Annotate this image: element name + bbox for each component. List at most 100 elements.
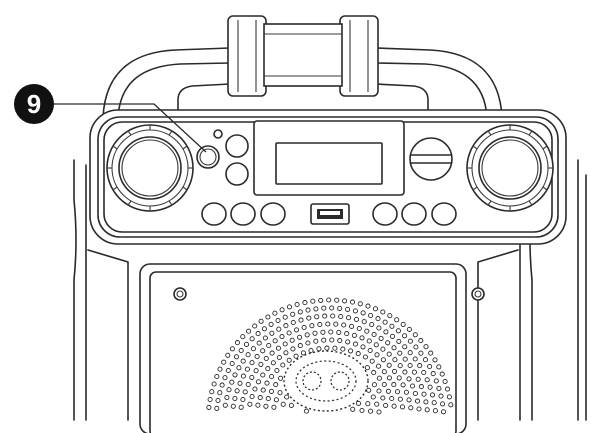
cabinet-body bbox=[73, 159, 587, 433]
grille-hole bbox=[407, 350, 413, 356]
round-selector-button[interactable] bbox=[409, 137, 453, 181]
grille-hole bbox=[345, 306, 351, 312]
grille-hole bbox=[359, 407, 365, 414]
grille-hole bbox=[233, 354, 240, 360]
handle-bar bbox=[263, 23, 343, 87]
left-volume-knob[interactable] bbox=[106, 124, 194, 212]
grille-hole bbox=[313, 306, 319, 312]
grille-hole bbox=[351, 332, 357, 338]
grille-hole bbox=[416, 406, 422, 412]
bottom-button-2[interactable] bbox=[230, 202, 256, 226]
grille-hole bbox=[399, 404, 406, 410]
grille-hole bbox=[290, 311, 296, 317]
grille-hole bbox=[258, 318, 264, 324]
grille-hole bbox=[389, 395, 395, 402]
grille-hole bbox=[266, 342, 272, 349]
right-volume-knob[interactable] bbox=[466, 124, 554, 212]
grille-hole bbox=[380, 309, 386, 315]
grille-hole bbox=[332, 345, 338, 351]
grille-hole bbox=[318, 297, 324, 303]
grille-hole bbox=[257, 395, 263, 401]
grille-hole bbox=[269, 373, 275, 380]
grille-hole bbox=[407, 338, 413, 344]
grille-hole bbox=[252, 386, 258, 392]
handle-grip-right bbox=[339, 15, 379, 97]
bottom-button-3[interactable] bbox=[260, 202, 286, 226]
grille-hole bbox=[298, 317, 304, 323]
grille-hole bbox=[283, 350, 289, 356]
grille-hole bbox=[374, 401, 380, 407]
grille-hole bbox=[260, 387, 266, 393]
panel-button-upper[interactable] bbox=[225, 134, 249, 158]
grille-hole bbox=[275, 317, 281, 324]
panel-button-lower[interactable] bbox=[225, 162, 249, 186]
grille-hole bbox=[345, 339, 351, 345]
grille-hole bbox=[268, 321, 274, 327]
grille-hole bbox=[387, 313, 393, 319]
grille-hole bbox=[258, 361, 264, 367]
grille-hole bbox=[217, 390, 223, 396]
grille-hole bbox=[301, 324, 307, 331]
grille-hole bbox=[427, 384, 433, 390]
grille-hole bbox=[385, 388, 391, 394]
grille-hole bbox=[290, 319, 296, 326]
usb-port[interactable] bbox=[310, 203, 350, 225]
grille-hole bbox=[418, 350, 424, 356]
grille-hole bbox=[418, 384, 424, 390]
grille-hole bbox=[423, 344, 429, 350]
grille-hole bbox=[406, 326, 412, 332]
grille-hole bbox=[349, 299, 356, 305]
grille-hole bbox=[326, 297, 332, 303]
grille-hole bbox=[325, 321, 331, 327]
grille-hole bbox=[286, 304, 293, 310]
grille-hole bbox=[320, 329, 326, 335]
grille-hole bbox=[412, 356, 418, 362]
grille-hole bbox=[263, 355, 269, 362]
grille-hole bbox=[221, 359, 227, 365]
grille-hole bbox=[431, 400, 437, 406]
grille-hole bbox=[277, 390, 283, 396]
grille-hole bbox=[256, 340, 262, 346]
grille-hole bbox=[403, 389, 409, 395]
grille-hole bbox=[234, 340, 240, 346]
grille-hole bbox=[371, 382, 377, 388]
grille-hole bbox=[438, 393, 444, 399]
grille-hole bbox=[412, 390, 418, 397]
bottom-button-6[interactable] bbox=[431, 202, 457, 226]
bottom-button-4[interactable] bbox=[372, 202, 398, 226]
grille-hole bbox=[376, 388, 382, 394]
grille-hole bbox=[282, 341, 288, 347]
grille-hole bbox=[406, 376, 412, 382]
grille-hole bbox=[273, 397, 279, 403]
grille-hole bbox=[304, 332, 310, 338]
grille-hole bbox=[237, 380, 243, 386]
grille-hole bbox=[314, 314, 320, 320]
callout-leader-line bbox=[52, 103, 207, 153]
grille-hole bbox=[329, 305, 335, 311]
grille-hole bbox=[253, 368, 259, 374]
grille-hole bbox=[383, 329, 389, 335]
grille-hole bbox=[247, 401, 253, 407]
grille-hole bbox=[269, 330, 275, 336]
grille-hole bbox=[352, 308, 358, 314]
grille-hole bbox=[240, 334, 246, 340]
grille-hole bbox=[391, 382, 397, 388]
grille-hole bbox=[366, 338, 372, 344]
grille-hole bbox=[418, 338, 424, 344]
grille-hole bbox=[342, 298, 348, 304]
grille-hole bbox=[269, 350, 275, 356]
grille-hole bbox=[402, 369, 408, 375]
grille-hole bbox=[440, 409, 447, 415]
grille-hole bbox=[368, 312, 374, 319]
grille-hole bbox=[395, 328, 401, 334]
grille-hole bbox=[282, 314, 288, 320]
bottom-button-5[interactable] bbox=[401, 202, 427, 226]
grille-hole bbox=[268, 388, 275, 394]
grille-hole bbox=[365, 401, 371, 407]
grille-hole bbox=[385, 340, 391, 346]
bottom-button-1[interactable] bbox=[201, 202, 227, 226]
grille-hole bbox=[312, 330, 318, 336]
grille-hole bbox=[297, 334, 303, 340]
grille-hole bbox=[368, 408, 374, 414]
grille-hole bbox=[427, 363, 433, 370]
